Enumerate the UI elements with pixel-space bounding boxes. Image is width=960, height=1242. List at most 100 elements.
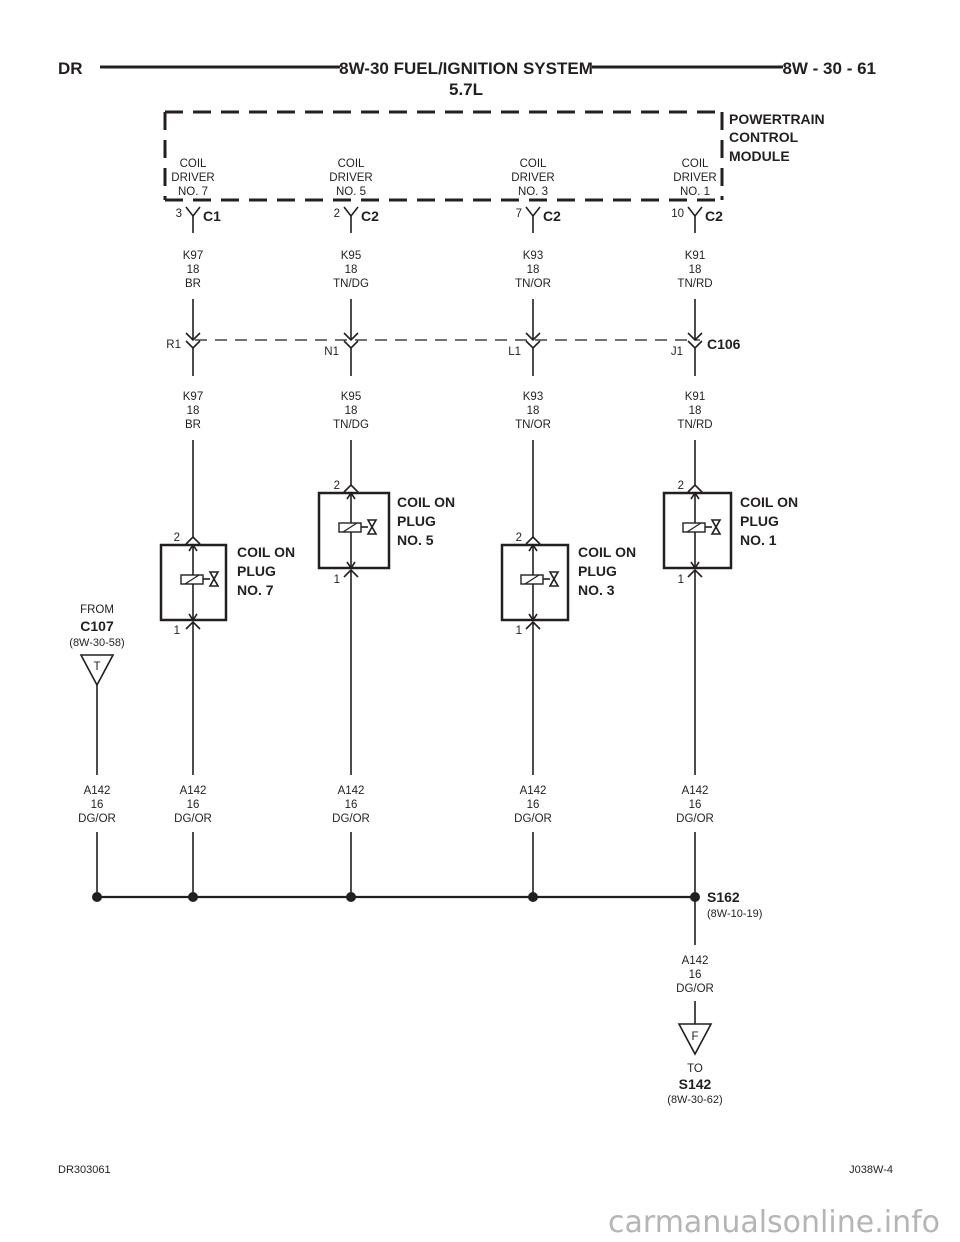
coil-top-terminal: [687, 483, 703, 493]
coil-label-line1: COIL ON: [397, 494, 455, 510]
wire-gauge: 16: [187, 799, 200, 811]
wire-gauge: 16: [345, 799, 358, 811]
wire-color: DG/OR: [676, 983, 714, 995]
to-letter: F: [691, 1031, 698, 1043]
wire-color: BR: [185, 278, 201, 290]
wire-circuit-id: K95: [341, 250, 361, 262]
splice-label: S162: [707, 889, 740, 905]
pcm-terminal-symbol: [185, 206, 201, 218]
pcm-terminal-symbol: [687, 206, 703, 218]
watermark-text: carmanualsonline.info: [608, 1205, 940, 1240]
driver-label-line3: NO. 5: [336, 186, 366, 198]
from-word: FROM: [80, 604, 114, 616]
wire-color: TN/DG: [333, 419, 369, 431]
coil-pin-bottom: 1: [516, 625, 522, 637]
wire-color: BR: [185, 419, 201, 431]
wire-circuit-id: A142: [682, 955, 709, 967]
footer-right: J038W-4: [849, 1164, 893, 1176]
wire-gauge: 16: [91, 799, 104, 811]
pcm-terminal-symbol: [525, 206, 541, 218]
wire-gauge: 18: [527, 405, 540, 417]
wire-circuit-id: K93: [523, 391, 543, 403]
wire-color: TN/RD: [677, 419, 712, 431]
header-title: 8W-30 FUEL/IGNITION SYSTEM: [339, 59, 593, 78]
wire-color: TN/DG: [333, 278, 369, 290]
pcm-terminal-symbol: [343, 206, 359, 218]
pcm-label-3: MODULE: [729, 148, 790, 164]
coil-top-terminal: [525, 535, 541, 545]
splice-s162: S162 (8W-10-19): [92, 889, 762, 920]
wire-circuit-id: K97: [183, 250, 203, 262]
wire-circuit-id: K95: [341, 391, 361, 403]
driver-label-line2: DRIVER: [511, 172, 554, 184]
header-left: DR: [58, 59, 83, 78]
spark-plug-gap-icon: [366, 519, 378, 535]
c106-pin-number: J1: [671, 346, 683, 358]
c106-pin-number: R1: [166, 339, 181, 351]
circuit-coil-7: COIL DRIVER NO. 7 3 C1 K97 18 BR R1 K97 …: [159, 158, 295, 897]
to-arrow-icon: [677, 1023, 713, 1056]
wire-circuit-id: A142: [84, 785, 111, 797]
wire-gauge: 18: [187, 264, 200, 276]
wire-circuit-id: A142: [682, 785, 709, 797]
pcm-connector-label: C1: [203, 208, 221, 224]
coil-pin-bottom: 1: [678, 574, 684, 586]
wire-circuit-id: A142: [338, 785, 365, 797]
wire-circuit-id: K93: [523, 250, 543, 262]
driver-label-line2: DRIVER: [329, 172, 372, 184]
pcm-label-2: CONTROL: [729, 129, 799, 145]
wire-gauge: 16: [527, 799, 540, 811]
to-connector: S142: [679, 1076, 712, 1092]
circuit-coil-5: COIL DRIVER NO. 5 2 C2 K95 18 TN/DG N1 K…: [317, 158, 455, 897]
to-reference: (8W-30-62): [667, 1094, 722, 1106]
pcm-pin-number: 3: [176, 208, 182, 220]
header-subtitle: 5.7L: [449, 80, 483, 99]
driver-label-line2: DRIVER: [673, 172, 716, 184]
splice-node: [528, 892, 538, 902]
from-letter: T: [93, 661, 100, 673]
wire-gauge: 18: [187, 405, 200, 417]
driver-label-line1: COIL: [338, 158, 365, 170]
coil-top-terminal: [185, 535, 201, 545]
c106-pin-number: N1: [324, 346, 339, 358]
circuit-coil-3: COIL DRIVER NO. 3 7 C2 K93 18 TN/OR L1 K…: [500, 158, 636, 897]
to-word: TO: [687, 1063, 703, 1075]
footer-left: DR303061: [58, 1164, 111, 1176]
wire-color: TN/OR: [515, 419, 551, 431]
coil-on-plug-3-box: [500, 543, 570, 622]
coil-label-line2: PLUG: [740, 513, 779, 529]
driver-label-line1: COIL: [180, 158, 207, 170]
from-connector: C107: [80, 618, 114, 634]
pcm-label-1: POWERTRAIN: [729, 111, 825, 127]
coil-winding-slash: [524, 574, 540, 585]
wire-color: DG/OR: [78, 813, 116, 825]
to-s142-reference: A142 16 DG/OR F TO S142 (8W-30-62): [667, 897, 723, 1106]
c106-label: C106: [707, 336, 741, 352]
coil-label-line3: NO. 1: [740, 532, 777, 548]
header-right: 8W - 30 - 61: [782, 59, 876, 78]
coil-pin-top: 2: [334, 480, 340, 492]
wire-gauge: 18: [689, 405, 702, 417]
coil-winding-slash: [184, 574, 200, 585]
pcm-pin-number: 10: [671, 208, 684, 220]
wire-gauge: 16: [689, 969, 702, 981]
pcm-connector-label: C2: [543, 208, 561, 224]
coil-internal-arrows: [188, 543, 198, 622]
pcm-connector-label: C2: [361, 208, 379, 224]
spark-plug-gap-icon: [710, 519, 722, 535]
wire-circuit-id: A142: [520, 785, 547, 797]
splice-node: [188, 892, 198, 902]
coil-pin-top: 2: [516, 532, 522, 544]
wire-color: TN/RD: [677, 278, 712, 290]
wire-color: DG/OR: [174, 813, 212, 825]
from-arrow-icon: [79, 654, 115, 687]
wire-color: DG/OR: [676, 813, 714, 825]
wire-color: DG/OR: [514, 813, 552, 825]
coil-winding-slash: [342, 522, 358, 533]
driver-label-line3: NO. 7: [178, 186, 208, 198]
driver-label-line3: NO. 1: [680, 186, 710, 198]
coil-label-line1: COIL ON: [578, 544, 636, 560]
pcm-outline: [163, 110, 724, 202]
wire-gauge: 18: [527, 264, 540, 276]
coil-winding-slash: [686, 522, 702, 533]
